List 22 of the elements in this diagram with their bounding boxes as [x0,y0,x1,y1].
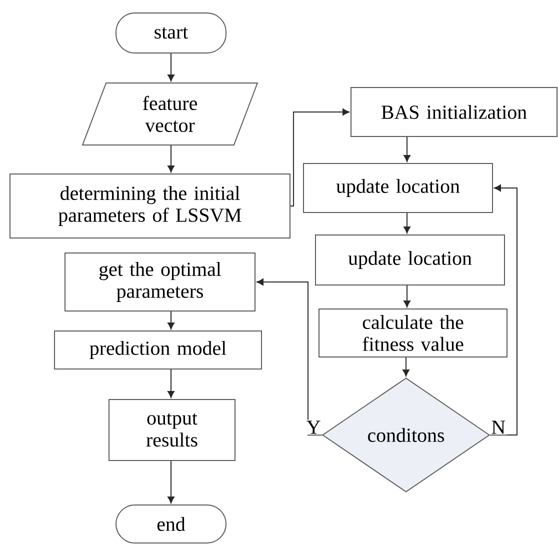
arrow [402,356,410,376]
arrow [168,310,174,330]
process-box: get the optimal parameters [64,252,256,312]
arrow [404,284,410,308]
process-box: update location [303,162,493,213]
arrow [290,108,350,206]
process-box: update location [315,234,505,286]
process-box: determining the initial parameters of LSSVM [10,173,290,238]
arrow [168,460,174,504]
edge-label: Y [305,420,322,435]
arrow [168,145,174,172]
arrow [168,53,174,82]
arrow [256,278,322,436]
edge-label: N [490,420,507,435]
arrow [404,212,410,234]
process-box: output results [108,398,236,461]
process-box: BAS initialization [350,86,558,137]
arrow [490,184,518,436]
arrow [404,136,410,162]
process-box: prediction model [54,330,262,370]
process-box: calculate the fitness value [318,308,508,358]
arrow [168,368,174,398]
